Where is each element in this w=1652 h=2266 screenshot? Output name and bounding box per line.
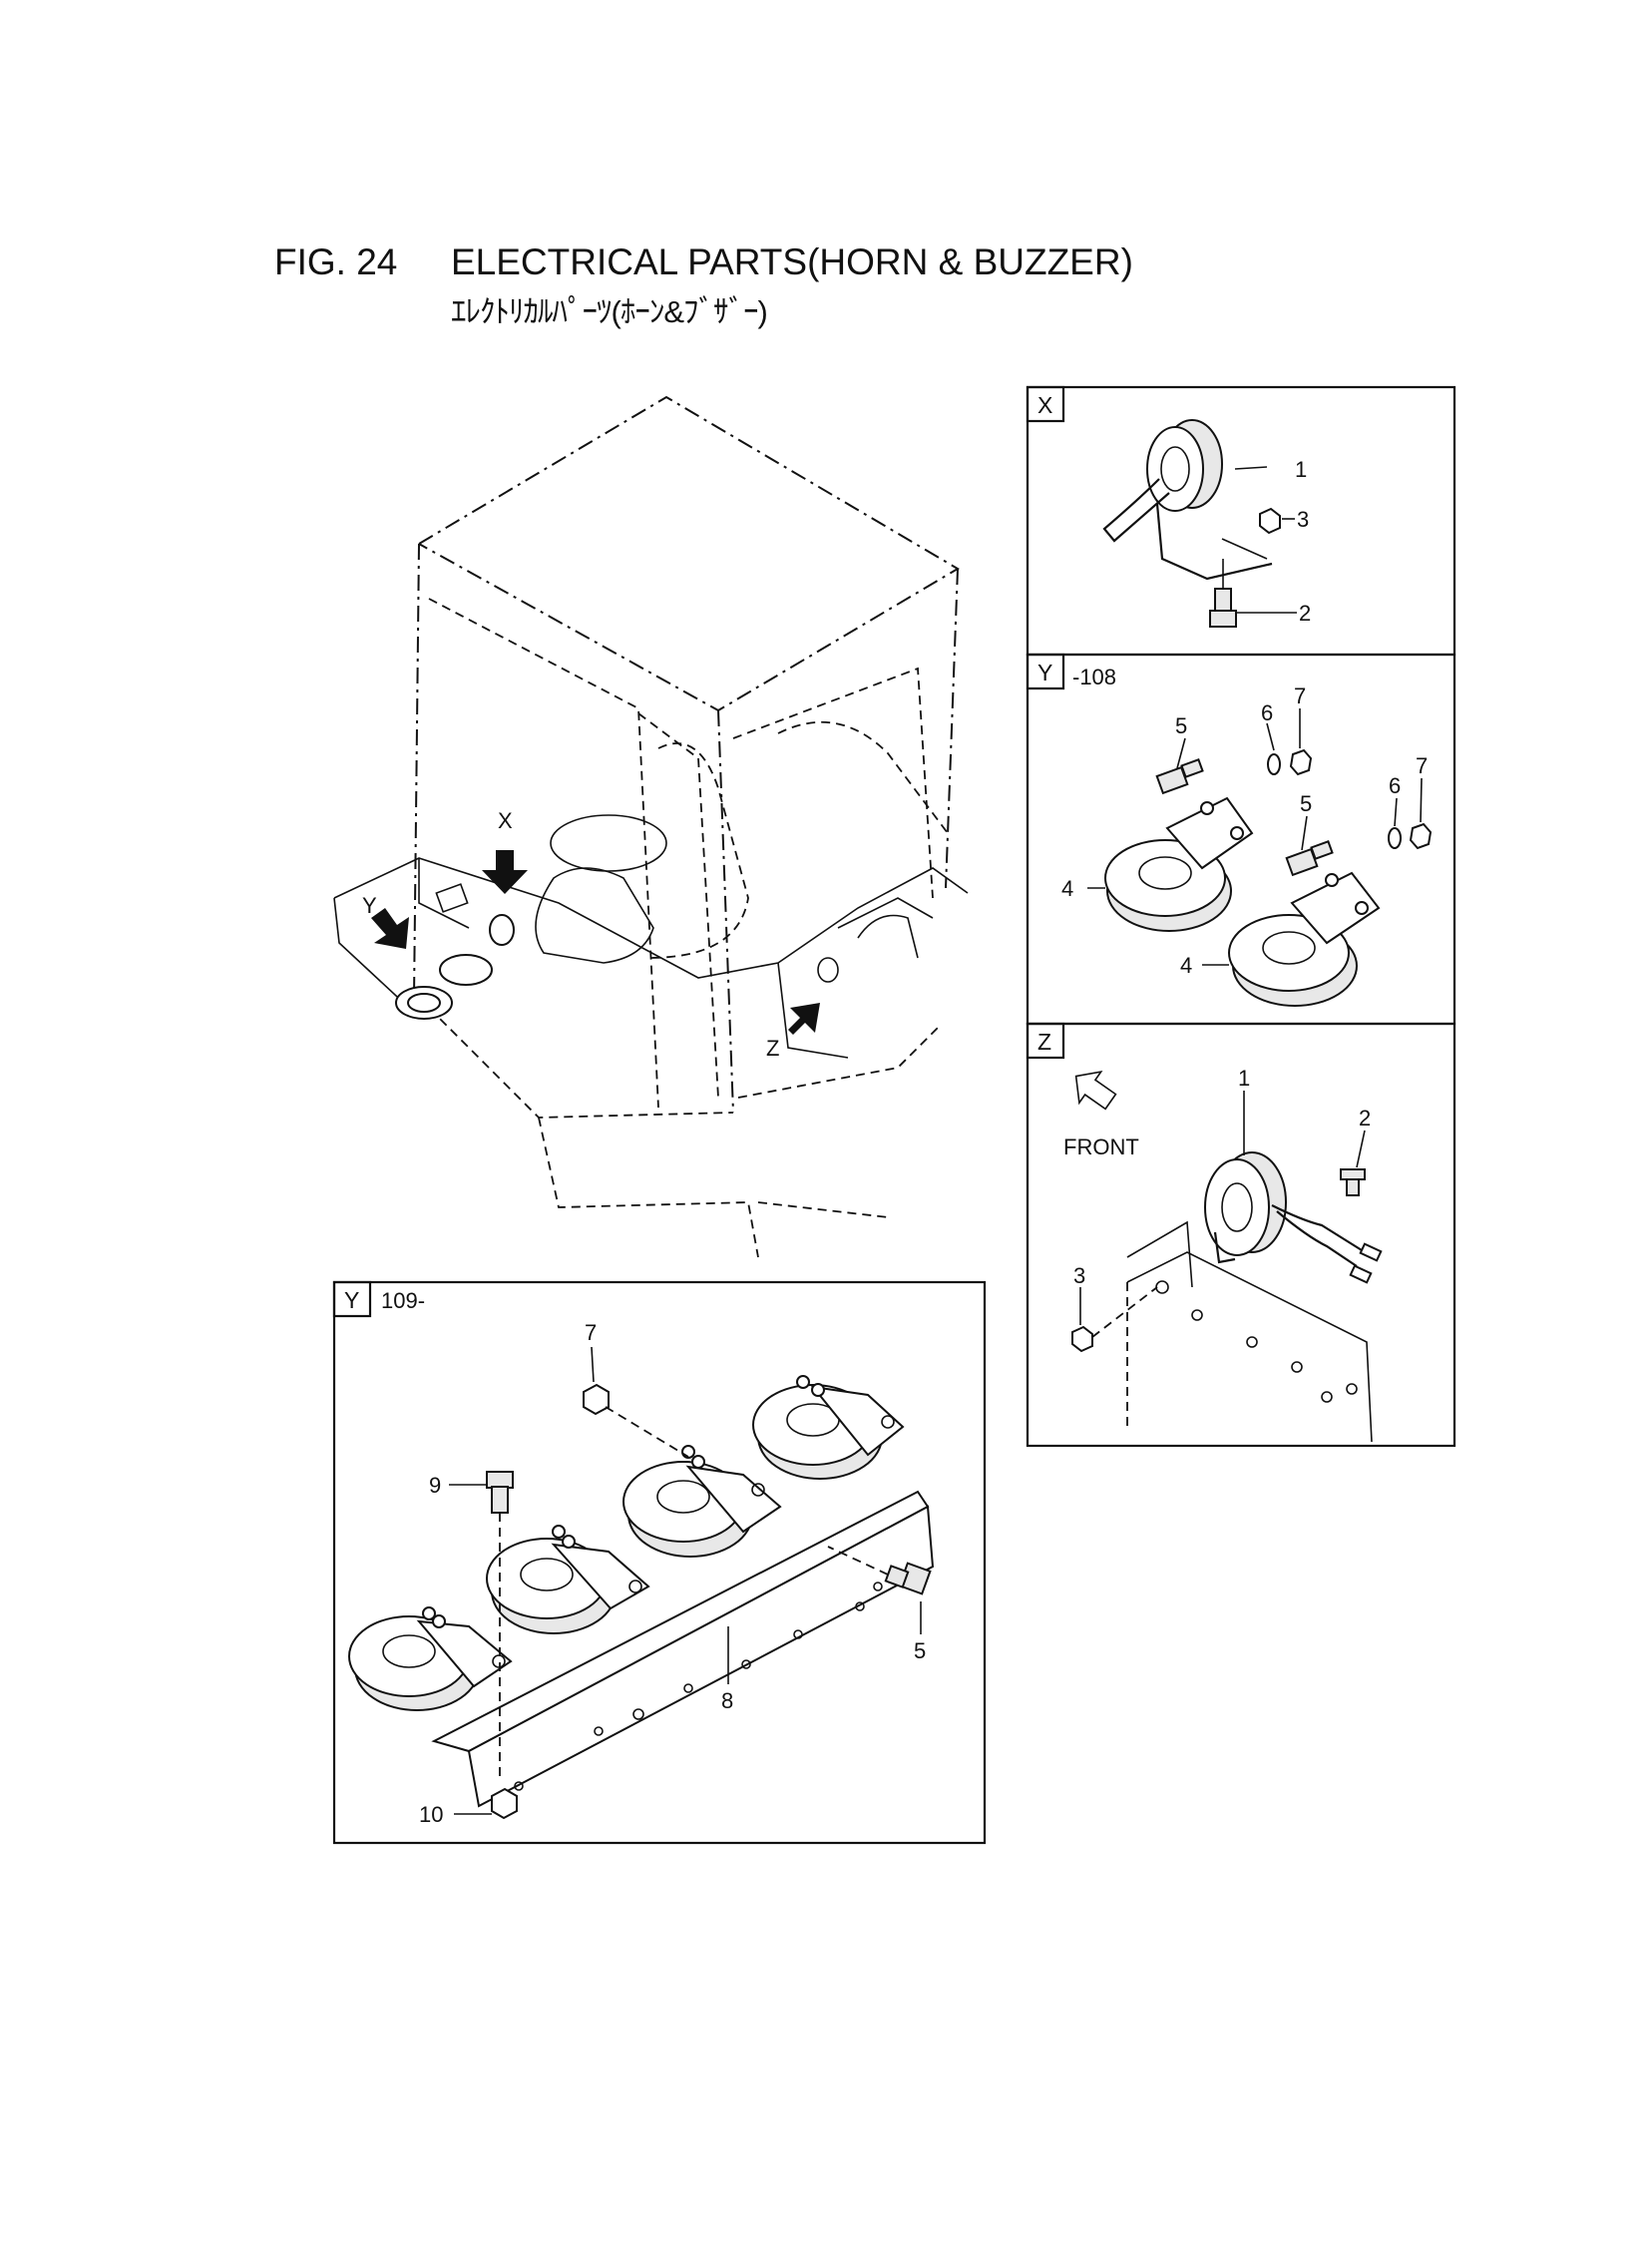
detail-z-front-label: FRONT bbox=[1063, 1134, 1139, 1159]
detail-y-108-callout-4b: 4 bbox=[1180, 953, 1192, 978]
detail-y-109-callout-10: 10 bbox=[419, 1802, 443, 1827]
detail-y-108-callout-6b: 6 bbox=[1389, 773, 1401, 798]
detail-y-109-range: 109- bbox=[381, 1288, 425, 1313]
detail-y-109-callout-9: 9 bbox=[429, 1473, 441, 1498]
detail-y-108-callout-7b: 7 bbox=[1416, 753, 1428, 778]
detail-z-callout-2: 2 bbox=[1359, 1106, 1371, 1131]
detail-x-callout-3: 3 bbox=[1297, 507, 1309, 532]
front-arrow-icon bbox=[1074, 1070, 1117, 1111]
detail-y-109-callout-7: 7 bbox=[585, 1320, 597, 1345]
detail-y-108-callout-7a: 7 bbox=[1294, 683, 1306, 708]
detail-x-callout-1: 1 bbox=[1295, 457, 1307, 482]
horn-2 bbox=[486, 1525, 650, 1634]
detail-y-108-callout-6a: 6 bbox=[1261, 700, 1273, 725]
detail-y-108-tag: Y bbox=[1037, 660, 1052, 685]
horn-3 bbox=[622, 1445, 782, 1558]
detail-x-callout-2: 2 bbox=[1299, 601, 1311, 626]
arrow-z-label: Z bbox=[766, 1036, 779, 1061]
arrow-y-icon bbox=[371, 908, 409, 949]
arrow-z-icon bbox=[788, 1003, 820, 1035]
detail-y-109-panel: Y 109- bbox=[332, 1280, 987, 1845]
horn-1 bbox=[348, 1606, 513, 1711]
machine-cab-overview: X Y Z bbox=[333, 395, 969, 1258]
detail-z-callout-3: 3 bbox=[1073, 1263, 1085, 1288]
detail-y-108-range: -108 bbox=[1072, 665, 1116, 689]
detail-z-panel: Z FRONT bbox=[1026, 1022, 1456, 1448]
detail-y-109-callout-5: 5 bbox=[914, 1638, 926, 1663]
arrow-x-label: X bbox=[498, 808, 513, 833]
figure-number: FIG. 24 bbox=[274, 241, 398, 282]
figure-title: ELECTRICAL PARTS(HORN & BUZZER) bbox=[451, 241, 1133, 282]
detail-z-callout-1: 1 bbox=[1238, 1066, 1250, 1091]
detail-y-108-panel: Y -108 bbox=[1026, 653, 1456, 1026]
detail-z-tag: Z bbox=[1037, 1029, 1051, 1055]
horn-4 bbox=[752, 1375, 905, 1480]
detail-y-109-callout-8: 8 bbox=[721, 1688, 733, 1713]
detail-y-109-tag: Y bbox=[344, 1287, 359, 1313]
detail-y-108-callout-5b: 5 bbox=[1300, 791, 1312, 816]
detail-x-tag: X bbox=[1037, 392, 1052, 418]
detail-x-panel: X 1 3 2 bbox=[1026, 385, 1456, 657]
arrow-x-icon bbox=[482, 850, 528, 894]
figure-subtitle-katakana: ｴﾚｸﾄﾘｶﾙﾊﾟｰﾂ(ﾎｰﾝ&ﾌﾞｻﾞｰ) bbox=[451, 294, 768, 329]
arrow-y-label: Y bbox=[362, 893, 377, 918]
detail-y-108-callout-4a: 4 bbox=[1061, 876, 1073, 901]
detail-y-108-callout-5a: 5 bbox=[1175, 713, 1187, 738]
